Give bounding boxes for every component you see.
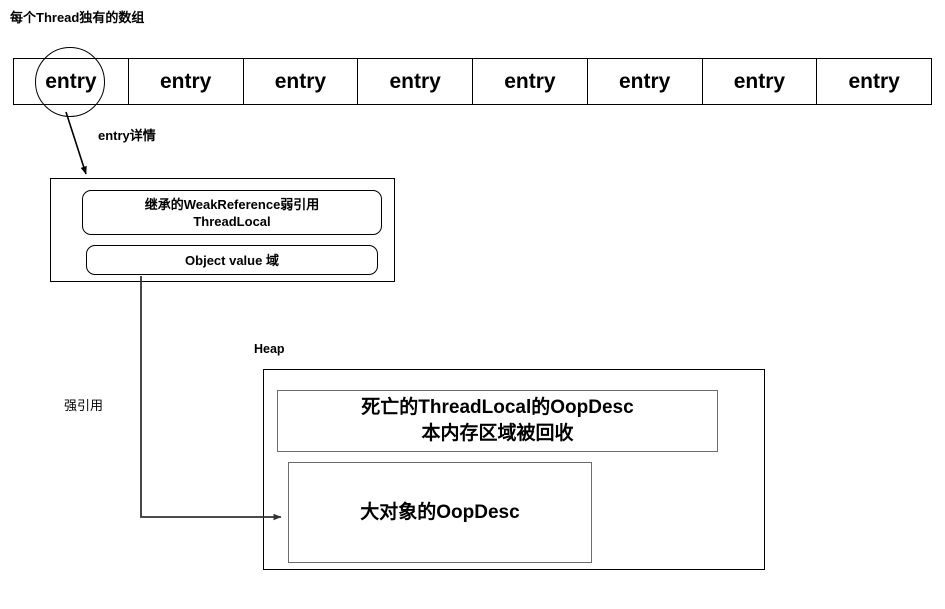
entry-detail-caption: entry详情: [98, 128, 156, 143]
dead-threadlocal-line2: 本内存区域被回收: [421, 423, 574, 444]
entry-cell-7[interactable]: entry: [848, 69, 900, 93]
array-title: 每个Thread独有的数组: [10, 10, 145, 25]
connector-strong-reference: [140, 276, 282, 521]
heap-object-big-object: 大对象的OopDesc: [288, 462, 592, 563]
entry-cell-5[interactable]: entry: [588, 59, 703, 104]
strong-reference-label: 强引用: [64, 398, 104, 413]
entry-highlight-circle: [35, 47, 105, 117]
entry-cell-3[interactable]: entry: [358, 59, 473, 104]
thread-local-entry-array: entry entry entry entry entry entry entr…: [13, 58, 932, 105]
entry-field-object-value: Object value 域: [86, 245, 378, 275]
object-value-label: Object value 域: [185, 252, 279, 268]
dead-threadlocal-line1: 死亡的ThreadLocal的OopDesc: [361, 397, 634, 418]
entry-field-weakreference: 继承的WeakReference弱引用 ThreadLocal: [82, 190, 382, 235]
big-object-label: 大对象的OopDesc: [360, 501, 520, 523]
heap-label: Heap: [254, 342, 285, 356]
entry-cell-6[interactable]: entry: [703, 59, 818, 104]
weakreference-line2: ThreadLocal: [193, 213, 271, 229]
connector-entry-to-detail: [65, 111, 87, 175]
heap-object-dead-threadlocal: 死亡的ThreadLocal的OopDesc 本内存区域被回收: [277, 390, 718, 452]
weakreference-line1: 继承的WeakReference弱引用: [144, 196, 320, 212]
entry-cell-4[interactable]: entry: [473, 59, 588, 104]
entry-cell-2[interactable]: entry: [244, 59, 359, 104]
entry-cell-1[interactable]: entry: [129, 59, 244, 104]
